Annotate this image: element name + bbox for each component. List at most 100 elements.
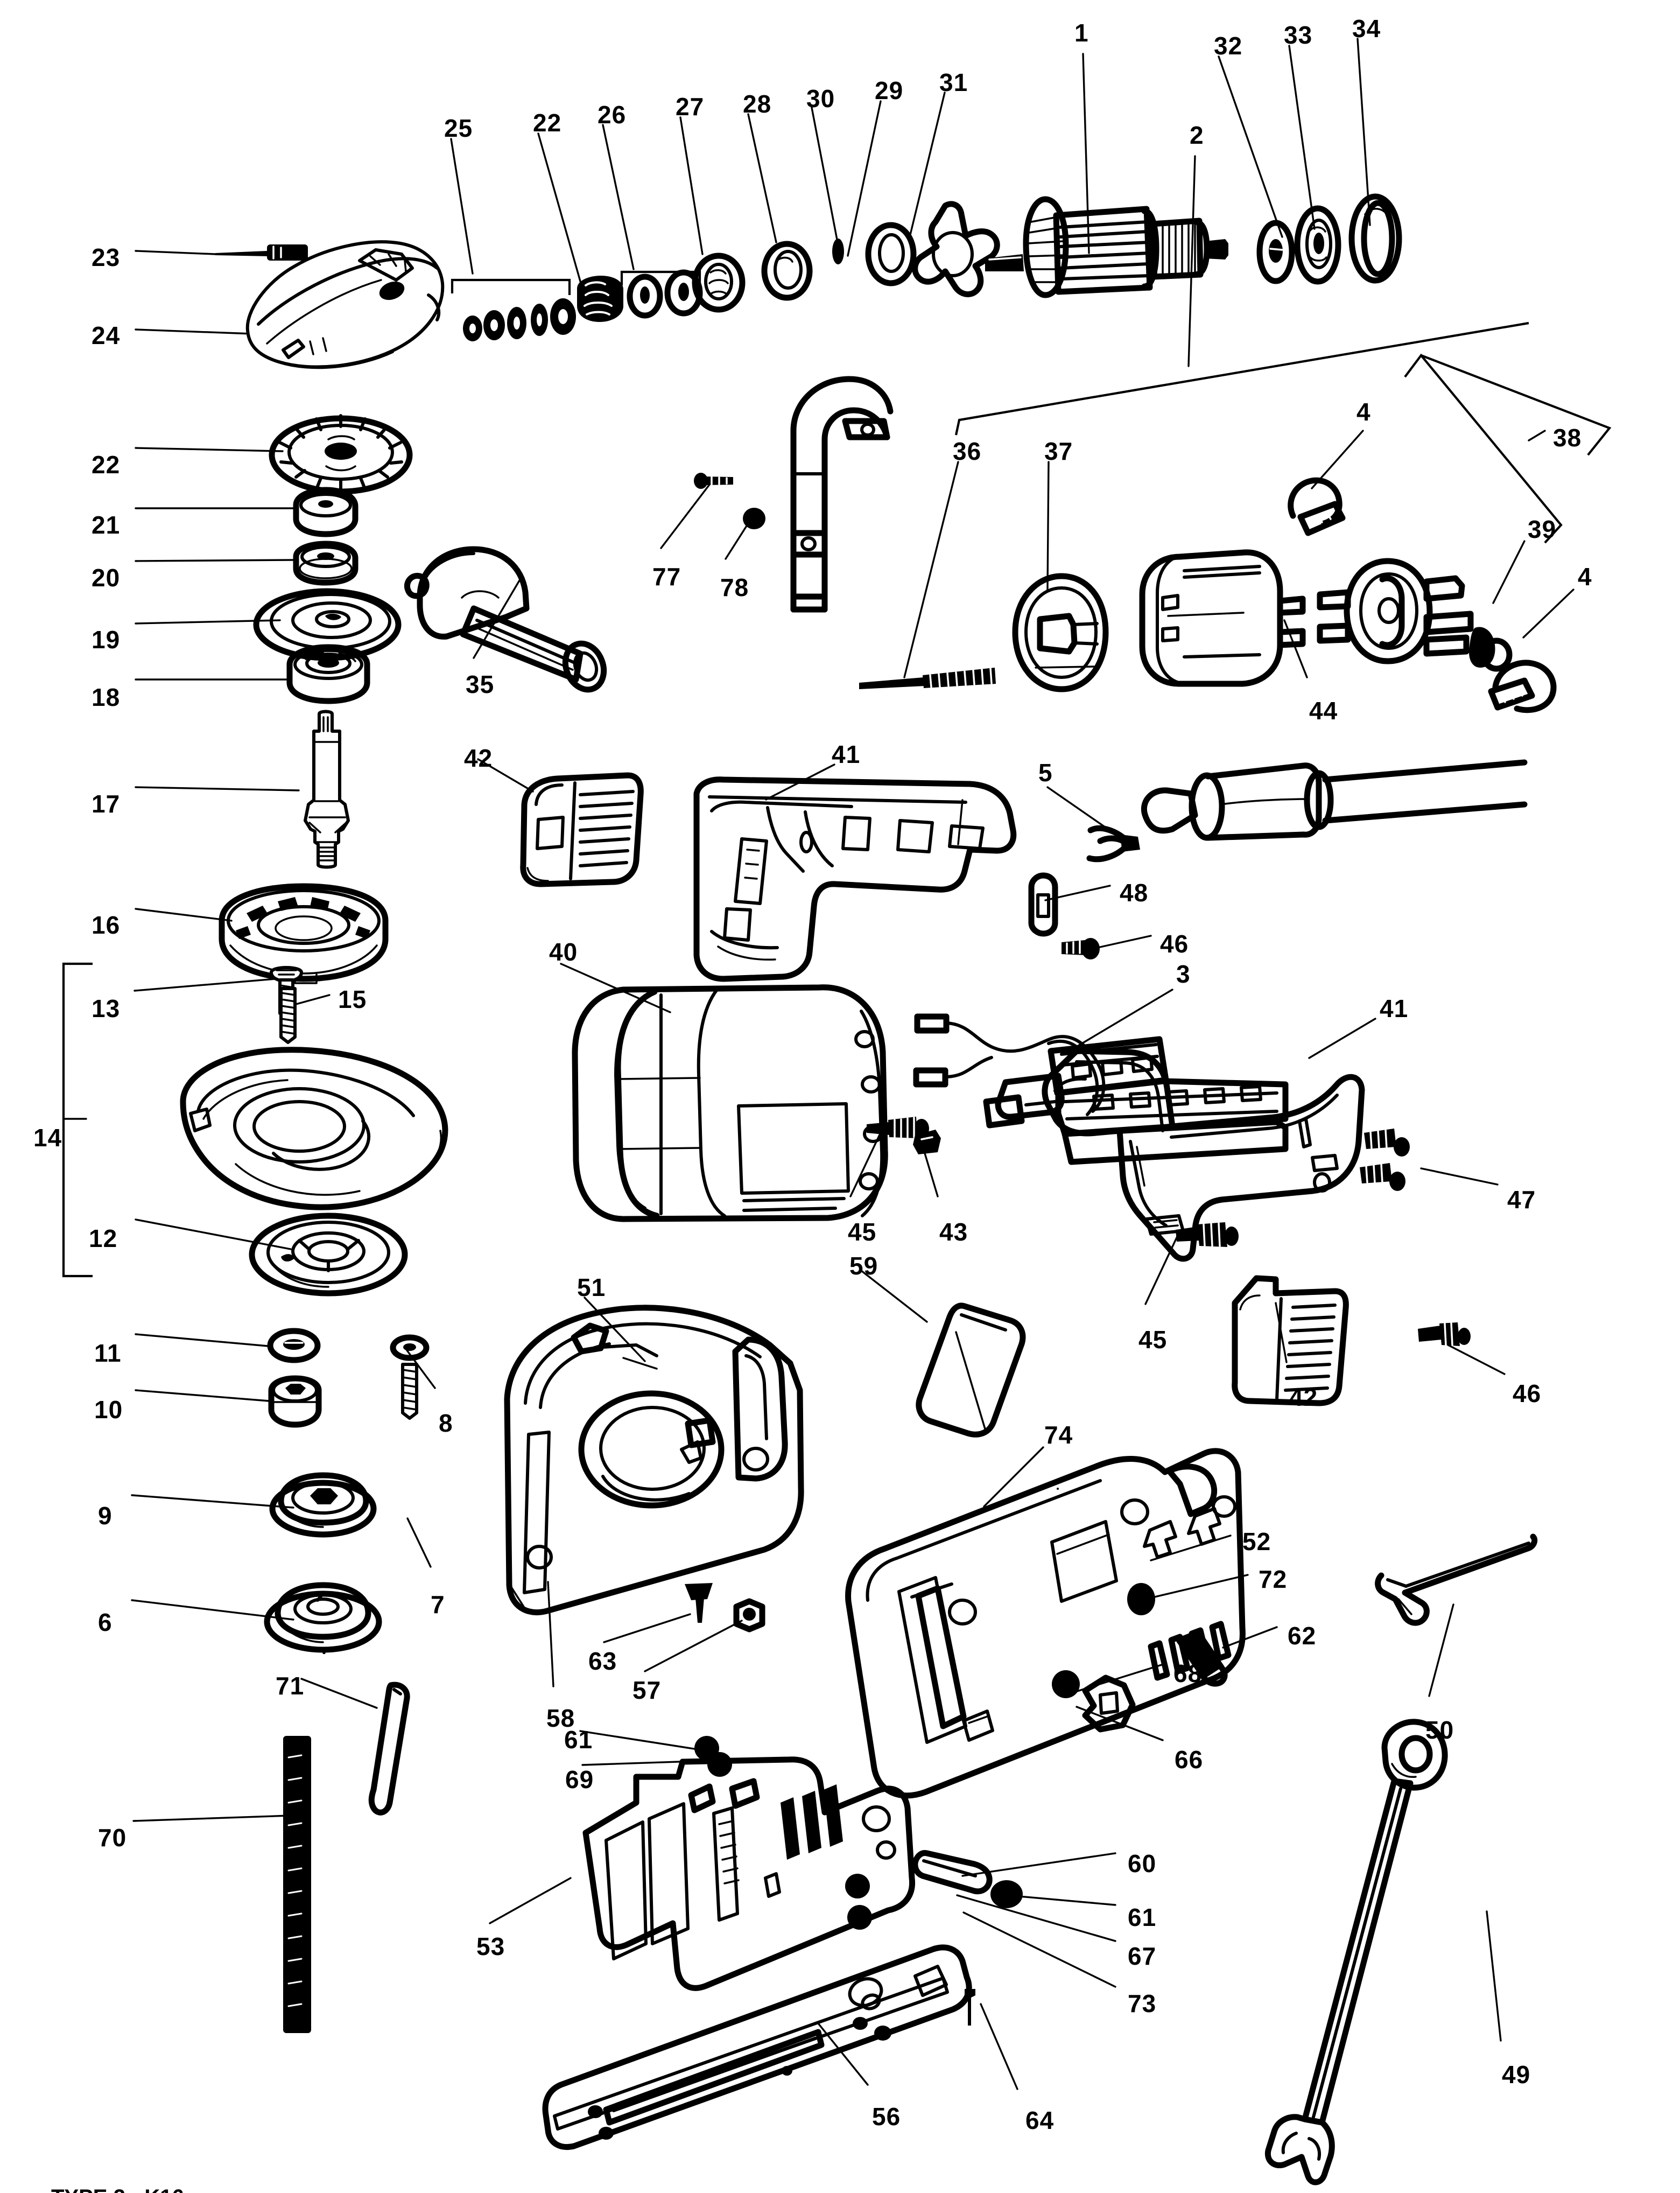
part-screw-15: [276, 985, 300, 1045]
part-screw-77: [693, 467, 736, 494]
bracket-38: [1404, 353, 1563, 544]
callout-number-5-c5: 5: [1038, 759, 1053, 787]
callout-number-22-c22b: 22: [533, 109, 562, 137]
part-shoe-plate: [538, 1933, 980, 2170]
part-gear-cover: [235, 230, 461, 392]
part-ball-61-lower: [989, 1878, 1024, 1910]
callout-number-24-c24: 24: [92, 321, 121, 349]
part-screw-7: [397, 1361, 422, 1420]
leader-line-22: [135, 447, 284, 452]
part-clamp-48: [1027, 872, 1059, 937]
callout-number-70-c70: 70: [98, 1824, 127, 1852]
sheet-footer-text: TYPE 2 - K16: [51, 2185, 184, 2193]
leader-line-28: [747, 113, 777, 243]
part-ball-67: [844, 1873, 871, 1900]
callout-number-59-c59: 59: [849, 1252, 878, 1280]
part-nut-57: [732, 1598, 767, 1633]
callout-number-15-c15: 15: [338, 985, 367, 1013]
part-bearing-18: [285, 644, 371, 704]
callout-number-46-c46b: 46: [1513, 1379, 1542, 1407]
part-brush-cap-lower: [1484, 651, 1559, 716]
callout-number-58-c58: 58: [546, 1704, 575, 1732]
callout-number-74-c74: 74: [1044, 1421, 1073, 1449]
callout-number-2-c2: 2: [1190, 121, 1204, 149]
part-ball-bearings-set: [461, 298, 579, 345]
callout-number-40-c40: 40: [549, 938, 578, 966]
leader-line-22: [537, 132, 584, 292]
leader-line-4: [1522, 588, 1574, 639]
leader-line-7: [406, 1517, 432, 1568]
part-screw-23: [215, 241, 312, 265]
callout-number-31-c31: 31: [939, 68, 968, 96]
callout-number-25-c25: 25: [444, 114, 473, 142]
callout-number-18-c18: 18: [92, 683, 121, 711]
callout-number-77-c77: 77: [652, 563, 681, 591]
part-handle-half-left: [690, 774, 1035, 990]
part-hex-nut: [268, 1375, 322, 1428]
part-washer-32: [1254, 220, 1297, 284]
callout-number-72-c72: 72: [1259, 1565, 1288, 1593]
callout-number-4-c4a: 4: [1356, 398, 1371, 426]
part-abrasive-stick: [280, 1734, 314, 2035]
leader-line-30: [811, 107, 838, 241]
callout-number-29-c29: 29: [875, 76, 904, 104]
part-cord-wire-ends: [1086, 807, 1164, 877]
leader-line-23: [135, 250, 216, 255]
leader-line-49: [1486, 1910, 1502, 2042]
callout-number-22-c22a: 22: [92, 451, 121, 479]
part-seal-28: [758, 241, 816, 301]
callout-number-36-c36: 36: [953, 437, 982, 465]
part-vent-cover-right: [1229, 1272, 1349, 1406]
part-terminal-43: [910, 1126, 944, 1159]
callout-number-61-c61a: 61: [564, 1726, 593, 1754]
callout-number-45-c45a: 45: [848, 1218, 877, 1246]
part-clamp-66: [1076, 1671, 1140, 1736]
part-retaining-ring: [1346, 193, 1405, 284]
callout-number-56-c56: 56: [872, 2103, 901, 2131]
part-fan-baffle: [894, 200, 1012, 319]
part-washer-11: [267, 1328, 321, 1363]
leader-line-17: [135, 786, 300, 791]
part-vent-cover-left: [517, 771, 646, 889]
leader-line-57: [644, 1620, 743, 1672]
callout-number-16-c16: 16: [92, 911, 121, 939]
leader-line-36: [903, 461, 959, 678]
part-screw-63: [683, 1582, 717, 1625]
callout-number-64-c64: 64: [1025, 2106, 1055, 2134]
callout-number-66-c66: 66: [1175, 1746, 1204, 1774]
part-motor-housing: [566, 979, 922, 1227]
leader-line-26: [602, 124, 635, 270]
part-long-screw-36: [859, 662, 999, 700]
callout-number-42-c42a: 42: [464, 744, 493, 772]
part-washer-20: [291, 541, 361, 586]
part-wrench: [1233, 1712, 1459, 2186]
callout-number-4-c4b: 4: [1578, 563, 1592, 591]
callout-number-78-c78: 78: [720, 573, 749, 601]
callout-number-8-c8: 8: [439, 1409, 453, 1437]
callout-number-3-c3: 3: [1176, 960, 1191, 988]
callout-number-46-c46a: 46: [1160, 930, 1189, 958]
callout-number-17-c17: 17: [92, 790, 121, 818]
part-brush-cap-upper: [1284, 474, 1349, 544]
part-washer-78: [742, 506, 767, 531]
part-lockwasher-8: [390, 1334, 430, 1361]
callout-number-12-c12: 12: [89, 1224, 118, 1252]
callout-number-13-c13: 13: [92, 994, 121, 1022]
callout-number-63-c63: 63: [588, 1647, 617, 1675]
callout-number-27-c27: 27: [676, 93, 705, 121]
callout-number-30-c30: 30: [806, 85, 835, 113]
callout-number-33-c33: 33: [1284, 21, 1313, 49]
callout-number-45-c45b: 45: [1138, 1326, 1168, 1354]
callout-number-41-c41a: 41: [832, 740, 861, 768]
part-inner-flange: [269, 1470, 377, 1540]
callout-number-73-c73: 73: [1128, 1989, 1157, 2017]
callout-number-9-c9: 9: [98, 1502, 113, 1530]
callout-number-47-c47: 47: [1507, 1186, 1536, 1214]
callout-number-48-c48: 48: [1120, 879, 1149, 907]
callout-number-10-c10: 10: [94, 1396, 123, 1424]
leader-line-64: [980, 2003, 1018, 2090]
leader-line-10: [135, 1389, 270, 1402]
callout-number-21-c21: 21: [92, 511, 121, 539]
part-screw-46-upper: [1059, 934, 1102, 964]
